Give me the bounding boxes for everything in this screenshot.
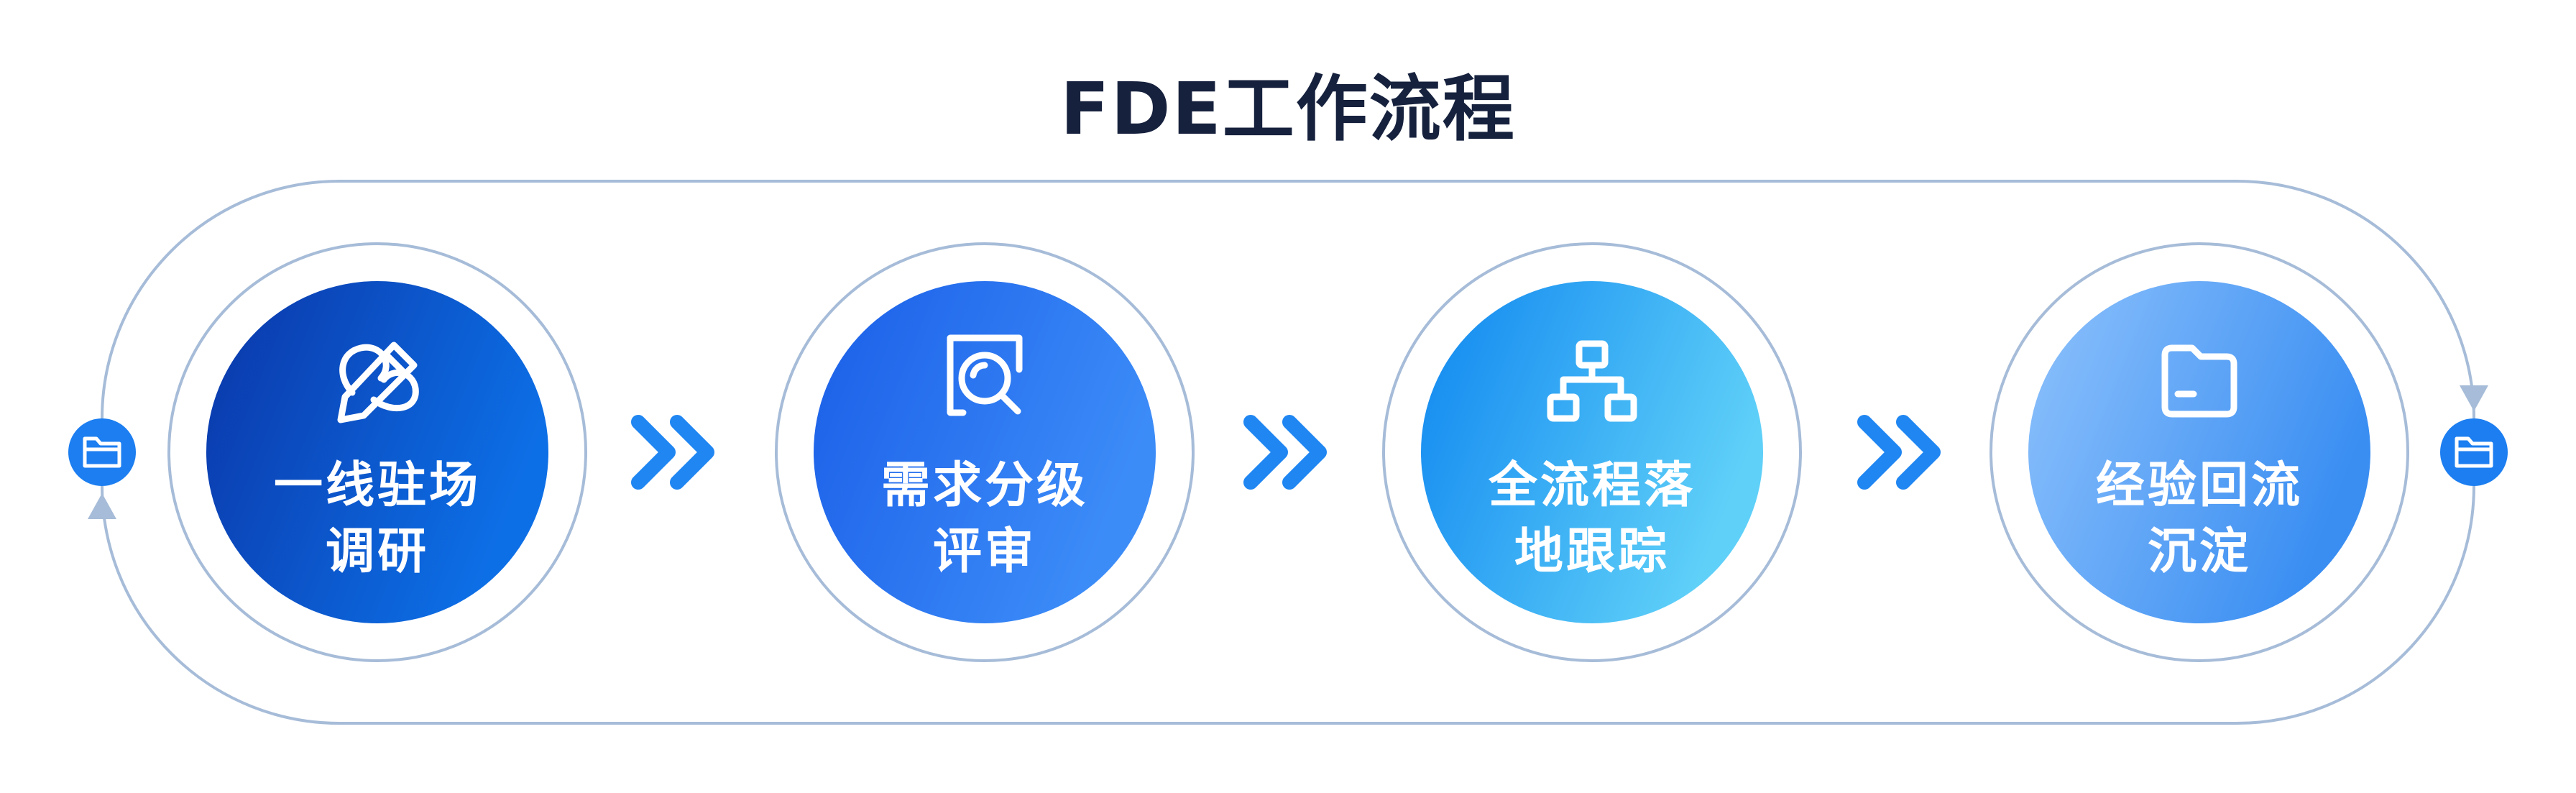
folder-icon bbox=[83, 436, 121, 468]
page-title: FDE工作流程 bbox=[1060, 67, 1516, 151]
folder-icon bbox=[2455, 436, 2493, 468]
step-4-line-1: 经验回流 bbox=[2095, 457, 2303, 514]
chevron-icon-3 bbox=[1857, 415, 1941, 490]
step-circle-1 bbox=[206, 281, 548, 623]
step-circle-2 bbox=[814, 281, 1156, 623]
step-label-1: 一线驻场 调研 bbox=[219, 453, 535, 585]
step-label-2: 需求分级 评审 bbox=[827, 453, 1143, 585]
hierarchy-icon bbox=[1547, 340, 1637, 422]
loop-top-arc bbox=[101, 180, 2475, 419]
pencil-icon bbox=[337, 342, 419, 423]
step-3-line-2: 地跟踪 bbox=[1514, 523, 1670, 580]
step-3-line-1: 全流程落 bbox=[1488, 457, 1696, 514]
step-ring-4 bbox=[1990, 242, 2409, 662]
step-ring-2 bbox=[775, 242, 1195, 662]
step-1-line-1: 一线驻场 bbox=[273, 457, 481, 514]
step-ring-3 bbox=[1382, 242, 1802, 662]
folder-icon bbox=[2161, 344, 2237, 418]
step-circle-3 bbox=[1421, 281, 1763, 623]
loop-arrowhead-right bbox=[2460, 385, 2488, 411]
step-2-line-2: 评审 bbox=[932, 523, 1036, 580]
loop-node-left bbox=[68, 418, 136, 486]
step-ring-1 bbox=[167, 242, 587, 662]
loop-bottom-arc bbox=[101, 485, 2475, 725]
step-label-4: 经验回流 沉淀 bbox=[2041, 453, 2358, 585]
step-1-line-2: 调研 bbox=[325, 523, 429, 580]
step-2-line-1: 需求分级 bbox=[880, 457, 1088, 514]
loop-arrowhead-left bbox=[88, 493, 116, 519]
step-4-line-2: 沉淀 bbox=[2147, 523, 2251, 580]
step-label-3: 全流程落 地跟踪 bbox=[1434, 453, 1750, 585]
magnifier-icon bbox=[947, 334, 1023, 416]
chevron-icon-2 bbox=[1243, 415, 1327, 490]
chevron-icon-1 bbox=[631, 415, 714, 490]
loop-node-right bbox=[2440, 418, 2508, 486]
step-circle-4 bbox=[2028, 281, 2370, 623]
